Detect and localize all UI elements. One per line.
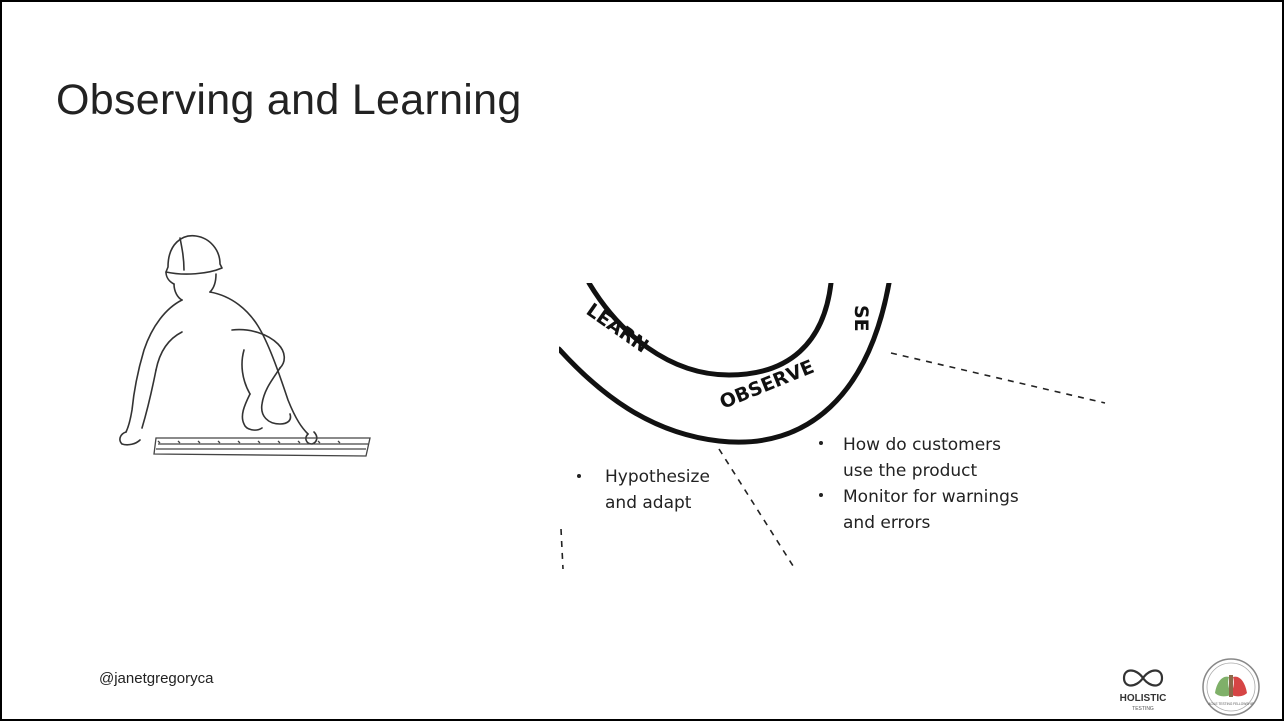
loop-outer-band xyxy=(559,283,892,445)
dragon-seal-icon xyxy=(1215,675,1247,697)
left-bullet-line-1: Hypothesize xyxy=(605,467,710,487)
band-label-learn: LEARN xyxy=(582,299,652,357)
holistic-logo-line-1: HOLISTIC xyxy=(1120,693,1167,704)
bullet-dot xyxy=(577,474,581,478)
bullet-dot xyxy=(819,493,823,497)
seal-text: AGILE TESTING FELLOWSHIP xyxy=(1208,702,1253,706)
infinity-icon xyxy=(1122,669,1164,687)
right-bullet-2-line-1: Monitor for warnings xyxy=(843,487,1019,507)
agile-testing-fellowship-seal: AGILE TESTING FELLOWSHIP xyxy=(1202,658,1260,716)
band-label-partial: SE xyxy=(850,305,872,332)
holistic-testing-logo: HOLISTIC TESTING xyxy=(1120,669,1167,712)
dashed-line-right xyxy=(890,352,1106,404)
left-bullet-line-2: and adapt xyxy=(605,493,692,513)
dashed-line-left xyxy=(560,528,564,569)
right-bullets: How do customers use the product Monitor… xyxy=(819,435,1019,533)
right-bullet-1-line-2: use the product xyxy=(843,461,978,481)
footer-twitter-handle: @janetgregoryca xyxy=(99,670,214,687)
dashed-line-center xyxy=(718,448,796,569)
right-bullet-1-line-1: How do customers xyxy=(843,435,1001,455)
loop-inner-band xyxy=(586,283,834,378)
worker-measuring-illustration xyxy=(119,235,371,457)
band-label-observe: OBSERVE xyxy=(717,356,818,414)
observe-learn-loop-diagram: LEARN OBSERVE SE Hypothesize and adapt H… xyxy=(559,283,1106,569)
bullet-dot xyxy=(819,441,823,445)
holistic-logo-line-2: TESTING xyxy=(1132,706,1154,712)
left-bullet: Hypothesize and adapt xyxy=(577,467,710,513)
slide-title: Observing and Learning xyxy=(56,76,522,124)
right-bullet-2-line-2: and errors xyxy=(843,513,931,533)
